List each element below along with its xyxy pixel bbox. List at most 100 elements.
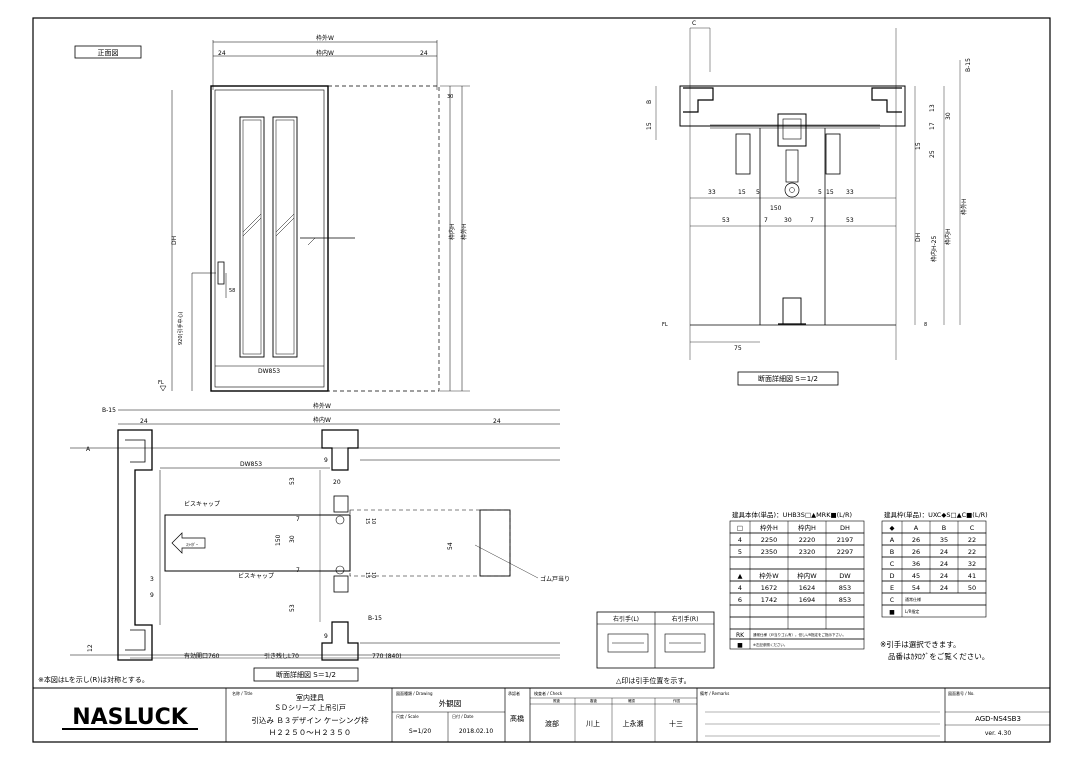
plan-a: A: [86, 446, 91, 453]
dim-33-left: 33: [708, 189, 716, 196]
dim-13: 13: [929, 104, 936, 112]
plan-15-top: 15: [364, 518, 370, 524]
door-handle: [217, 261, 225, 285]
drawing-field-label: 図面種類 / Drawing: [396, 690, 433, 696]
table1-cell: 2197: [837, 536, 854, 544]
title-line-1: 室内建具: [296, 693, 324, 702]
plan-12: 12: [87, 644, 94, 652]
table2-cell: 32: [968, 560, 976, 568]
table2-cell: 41: [968, 572, 976, 580]
door-leaf: [214, 89, 325, 388]
title-line-2: ＳＤシリーズ 上吊引戸: [274, 703, 346, 712]
section-caption-box: [737, 371, 839, 386]
glass-panel-left: [239, 116, 265, 358]
table1-cell: ▲: [738, 572, 743, 580]
dim-8: 8: [924, 322, 927, 328]
table2-footer-row: [881, 592, 987, 606]
dim-inner-h-25: 枠内H-25: [930, 236, 938, 262]
plan-dw: DW853: [240, 461, 262, 468]
note-left-hand: ※本図はLを示し(R)は対称とする。: [38, 675, 149, 684]
guide-top: [333, 495, 349, 513]
approver: 髙橋: [510, 714, 524, 723]
approved-label: 承認者: [508, 690, 520, 696]
check-label: 検査者 / Check: [534, 690, 563, 696]
fl-mark-section: FL: [662, 322, 668, 328]
glass-panel-right: [272, 116, 298, 358]
plan-53-top: 53: [289, 477, 296, 485]
dim-frame-outer-w: 枠外W: [316, 34, 334, 42]
dim-5-b: 5: [818, 189, 822, 196]
sheet-border: [32, 17, 1051, 743]
table1-cell: 1742: [761, 596, 778, 604]
checker-4: 十三: [669, 719, 683, 728]
floor-guide: [782, 297, 802, 325]
dim-frame-outer-h: 枠外H: [460, 223, 468, 240]
table2-cell: B: [890, 548, 894, 556]
table2-cell: 26: [912, 536, 920, 544]
dim-b: B: [646, 100, 653, 104]
table1-cell: □: [737, 524, 743, 532]
plan-7-bottom: 7: [296, 567, 300, 574]
screw-cap-bottom: ビスキャップ: [238, 572, 274, 580]
dim-150: 150: [770, 205, 782, 212]
table2-cell: 26: [912, 548, 920, 556]
dim-30: 30: [447, 94, 453, 100]
plan-outer-w: 枠外W: [313, 402, 331, 410]
dim-b-15: B-15: [965, 58, 972, 72]
dim-5-a: 5: [756, 189, 760, 196]
front-view: 正面図 枠外W 枠内W 24 24 DW853 58 920(引手中心) D: [74, 34, 470, 392]
table2-cell: C: [970, 524, 975, 532]
dim-17: 17: [929, 122, 936, 130]
table1-cell: 枠内H: [798, 523, 816, 532]
dim-15-b: 15: [826, 189, 834, 196]
guide-bottom: [333, 575, 349, 593]
plan-24-left: 24: [140, 418, 148, 425]
table1-cell: 2350: [761, 548, 778, 556]
dim-left-24: 24: [218, 50, 226, 57]
checker-2: 川上: [586, 719, 600, 728]
remaining-pull: 引き残しL70: [264, 652, 299, 660]
table2-cell: C: [890, 560, 895, 568]
plan-9-bottom: 9: [324, 633, 328, 640]
drawing-type: 外観図: [439, 698, 462, 708]
check-sub-2: 審査: [590, 698, 598, 703]
table2-cell: 35: [940, 536, 948, 544]
plan-b15: B-15: [102, 407, 116, 414]
table2-cell: E: [890, 584, 894, 592]
title-line-3: 引込み Ｂ３デザイン ケーシング枠: [251, 715, 369, 725]
table1-footer-code: RK: [736, 632, 745, 639]
dim-outer-h: 枠外H: [960, 198, 968, 215]
dim-30-right: 30: [945, 112, 952, 120]
table1-cell: 853: [839, 584, 851, 592]
plan-b15-bottom: B-15: [368, 615, 382, 622]
arrow-icon: [171, 532, 206, 554]
table1-footer-code: ■: [737, 642, 743, 649]
table1-footer-note: 通常仕様（戸当りゴム有）。但しL/R指定をご指示下さい。: [753, 632, 846, 637]
plan-caption-box: [253, 667, 359, 682]
plan-inner-w: 枠内W: [313, 416, 331, 424]
plan-7-top: 7: [296, 516, 300, 523]
handle-position-diagram: 右引手(L) 右引手(R) △印は引手位置を示す。: [596, 611, 715, 685]
dim-33-right: 33: [846, 189, 854, 196]
front-view-label: 正面図: [98, 49, 119, 57]
middle-jamb-bottom: [321, 621, 359, 661]
section-caption: 断面詳細図 S＝1/2: [758, 374, 818, 383]
plan-caption: 断面詳細図 S＝1/2: [276, 670, 336, 679]
pocket-outline: [327, 85, 440, 392]
plan-door-leaf: [164, 514, 351, 572]
table1-cell: 1694: [799, 596, 816, 604]
check-sub-1: 照査: [553, 698, 561, 703]
table1-cell: 枠外W: [759, 571, 779, 580]
date-value: 2018.02.10: [459, 728, 494, 735]
check-sub-4: 作図: [673, 698, 681, 703]
screw-cap-top: ビスキャップ: [184, 500, 220, 508]
table2-cell: B: [942, 524, 946, 532]
dim-right-24: 24: [420, 50, 428, 57]
table1-cell: DH: [840, 524, 850, 532]
table1-cell: 6: [738, 596, 742, 604]
left-jamb: [117, 429, 153, 661]
table2-cell: A: [914, 524, 919, 532]
plan-3: 3: [150, 576, 154, 583]
table1-cell: 2297: [837, 548, 854, 556]
table1-cell: DW: [839, 572, 851, 580]
